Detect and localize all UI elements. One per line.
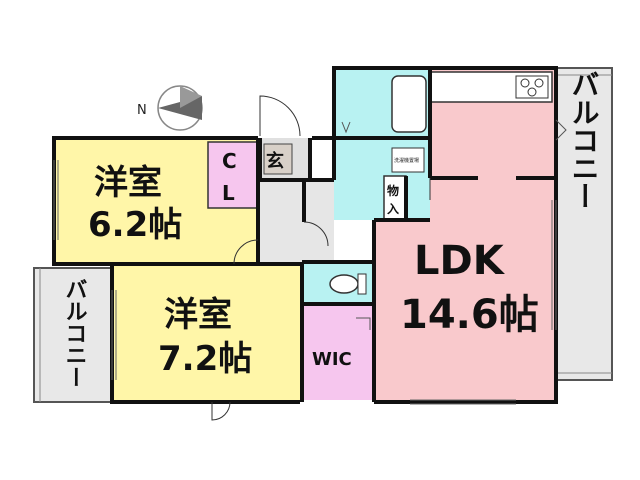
western-room-b <box>112 266 302 400</box>
wic-label: WIC <box>312 349 352 370</box>
door-swings <box>211 119 567 421</box>
ldk-size: 14.6帖 <box>400 292 539 338</box>
balcony-left-text: バルコニー <box>62 278 87 388</box>
wic-room <box>302 304 374 400</box>
stove-icon <box>515 75 549 99</box>
balcony-left <box>33 267 113 403</box>
compass-shade-icon <box>180 86 202 108</box>
western-room-a-size: 6.2帖 <box>88 205 182 245</box>
windows <box>53 160 557 405</box>
storage-label-top: 物 <box>387 183 399 198</box>
washer-label: 洗濯機置場 <box>394 157 419 164</box>
entrance-tile <box>263 143 293 175</box>
balcony-right-text: バルコニー <box>568 70 601 210</box>
ldk-name: LDK <box>414 238 506 284</box>
western-room-b-size: 7.2帖 <box>158 339 252 379</box>
western-room-a-name: 洋室 <box>94 163 162 203</box>
balcony-right-label: バルコニー <box>568 70 601 210</box>
toilet-icon <box>329 274 359 294</box>
closet-label-c: C <box>222 149 237 173</box>
storage-label-bottom: 入 <box>387 202 399 216</box>
closet-label-l: L <box>222 181 235 205</box>
closet <box>207 141 259 209</box>
washer-space <box>391 147 425 173</box>
front-door-swing <box>259 95 301 137</box>
compass-north-label: N <box>137 103 147 118</box>
compass: N <box>137 85 203 131</box>
bathtub-icon <box>391 75 427 133</box>
hallway <box>258 180 334 262</box>
balcony-left-label: バルコニー <box>62 278 87 388</box>
balcony-right <box>555 67 613 381</box>
western-room-b-name: 洋室 <box>164 295 232 335</box>
entrance-label: 玄 <box>266 150 284 172</box>
